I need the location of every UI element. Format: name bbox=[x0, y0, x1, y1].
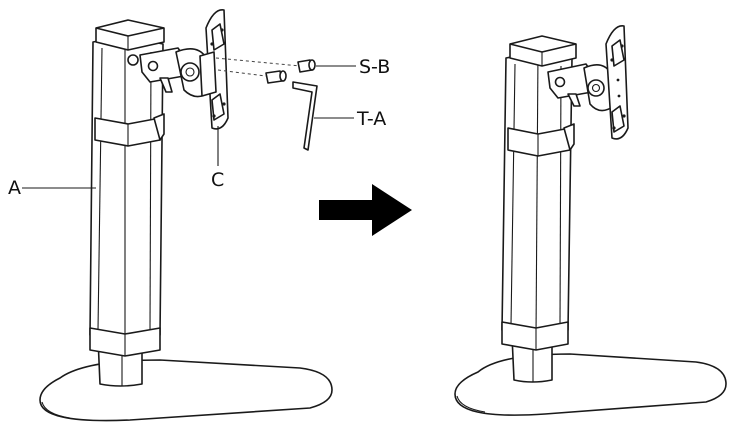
base-plate-left bbox=[39, 359, 333, 422]
upper-clamp-right bbox=[507, 123, 575, 157]
lower-clamp-right bbox=[501, 321, 569, 351]
column-cap-right bbox=[509, 35, 577, 67]
stand-after bbox=[454, 25, 727, 416]
vesa-plate-right bbox=[605, 25, 629, 140]
hex-key-tool bbox=[292, 81, 318, 151]
screws bbox=[265, 59, 316, 84]
label-stand: A bbox=[8, 177, 21, 199]
label-tool: T-A bbox=[356, 108, 386, 130]
screw-guide-lines bbox=[215, 57, 301, 77]
upper-clamp-left bbox=[94, 113, 165, 147]
label-bracket: C bbox=[211, 169, 224, 191]
base-plate-right bbox=[454, 353, 727, 416]
column-cap-left bbox=[95, 19, 165, 51]
swivel-arm-right bbox=[547, 63, 615, 112]
stand-before: S-B T-A C A bbox=[8, 9, 390, 422]
main-column-left bbox=[89, 35, 164, 343]
lower-clamp-left bbox=[89, 327, 161, 357]
leader-lines bbox=[22, 65, 356, 189]
vesa-plate-left bbox=[199, 9, 229, 130]
label-screws: S-B bbox=[359, 56, 390, 78]
arrow-right-icon bbox=[319, 184, 412, 236]
